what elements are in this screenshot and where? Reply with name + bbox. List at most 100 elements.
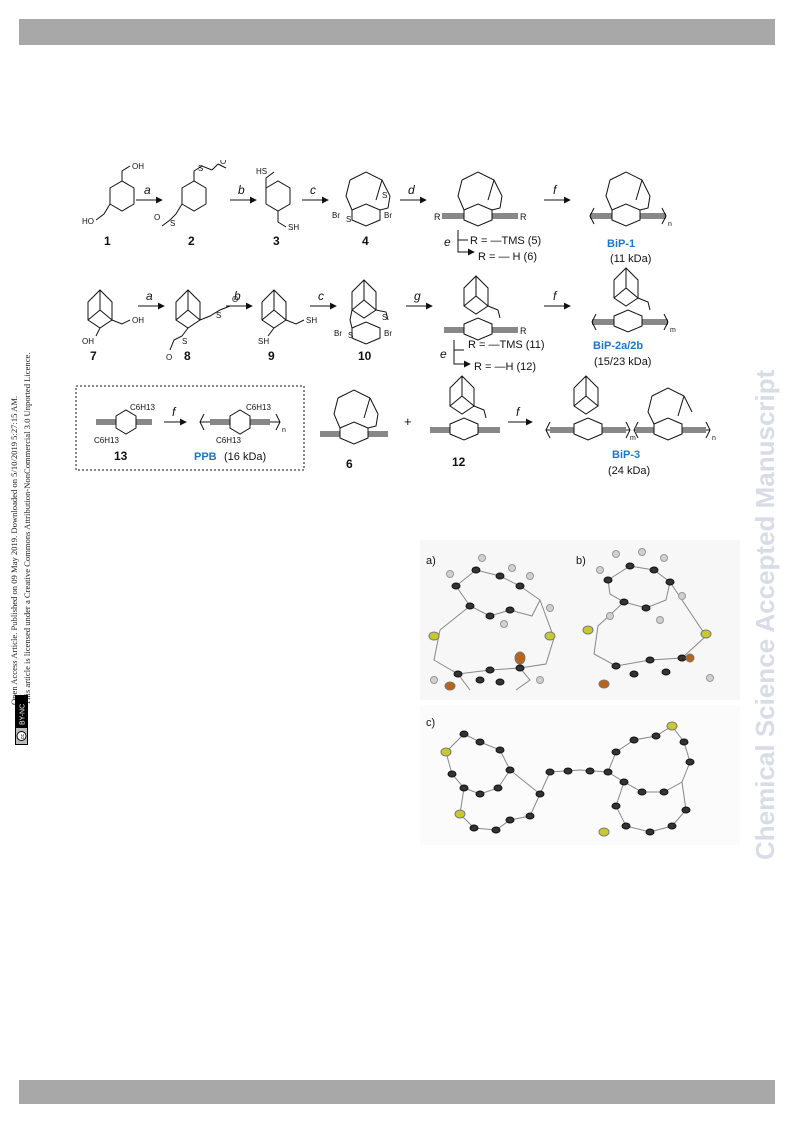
bip-3-label: BiP-3 — [612, 449, 640, 461]
compound-4-structure: S S Br Br — [332, 171, 392, 227]
svg-text:SH: SH — [288, 223, 299, 232]
compound-label-9: 9 — [268, 349, 275, 363]
reaction-scheme: OH HO 1 a S O S O 2 b HS SH 3 c S S Br B… — [70, 157, 750, 490]
svg-text:S: S — [182, 337, 187, 346]
crystal-panel-a — [428, 554, 556, 691]
compound-label-4: 4 — [362, 234, 369, 248]
ppb-structure — [199, 409, 281, 435]
compound-9-structure: SH SH — [258, 289, 317, 346]
compound-label-2: 2 — [188, 234, 195, 248]
compound-6-structure — [320, 389, 388, 445]
footer-bar — [19, 1080, 775, 1104]
bip-1-structure — [589, 171, 667, 227]
svg-text:HO: HO — [82, 217, 94, 226]
svg-text:O: O — [220, 160, 226, 166]
header-bar — [19, 19, 775, 45]
bip-1-label: BiP-1 — [607, 238, 635, 250]
cc-badge-icon[interactable]: cc BY-NC — [15, 695, 28, 745]
svg-text:O: O — [166, 353, 172, 362]
svg-text:S: S — [216, 311, 221, 320]
arrow-label-b1: b — [238, 183, 245, 197]
cc-badge-text: BY-NC — [20, 704, 27, 725]
ppb-box — [75, 385, 305, 471]
svg-text:OH: OH — [82, 337, 94, 346]
compound-8-structure: S O S O — [166, 289, 238, 362]
compound-1-structure: OH HO — [82, 162, 144, 226]
watermark-text: Chemical Science Accepted Manuscript — [750, 369, 780, 860]
svg-text:OH: OH — [132, 162, 144, 171]
svg-text:HS: HS — [256, 167, 267, 176]
compound-12-structure — [430, 375, 500, 441]
license-line-2[interactable]: This article is licensed under a Creativ… — [22, 353, 32, 706]
compound-13-structure — [96, 409, 152, 435]
crystal-panel-c — [440, 721, 695, 837]
compound-7-structure: OH OH — [82, 289, 144, 346]
svg-text:S: S — [382, 191, 387, 200]
c6h13-top-ppb: C6H13 — [246, 403, 271, 412]
compound-label-6: 6 — [346, 457, 353, 471]
svg-text:Br: Br — [332, 211, 340, 220]
svg-text:Br: Br — [334, 329, 342, 338]
compound-label-12: 12 — [452, 455, 466, 469]
svg-text:S: S — [346, 215, 351, 224]
bip-2-structure — [591, 267, 669, 333]
bip-2-label: BiP-2a/2b — [593, 340, 643, 352]
arrow-label-g2: g — [414, 289, 421, 303]
r-label-right-1: R — [520, 212, 527, 222]
svg-text:SH: SH — [258, 337, 269, 346]
compound-label-7: 7 — [90, 349, 97, 363]
r-tms-11: R = —TMS (11) — [468, 339, 545, 351]
ppb-n: n — [282, 427, 286, 434]
compound-2-structure: S O S O — [154, 157, 226, 228]
compound-11-structure — [444, 275, 518, 341]
arrow-label-f3b: f — [516, 405, 521, 419]
watermark: Chemical Science Accepted Manuscript — [743, 255, 783, 865]
svg-text:S: S — [170, 219, 175, 228]
svg-text:Br: Br — [384, 329, 392, 338]
arrow-label-a2: a — [146, 289, 153, 303]
arrow-label-e1: e — [444, 235, 451, 249]
license-sidebar: Open Access Article. Published on 09 May… — [8, 205, 40, 745]
bip-1-n: n — [668, 221, 672, 228]
bip-3-mass: (24 kDa) — [608, 465, 650, 477]
bip-3-structure — [545, 375, 711, 441]
panel-label-a: a) — [426, 555, 436, 567]
r-h-12: R = —H (12) — [474, 361, 536, 373]
compound-label-3: 3 — [273, 234, 280, 248]
arrow-label-e2: e — [440, 347, 447, 361]
license-line-1: Open Access Article. Published on 09 May… — [9, 396, 19, 705]
arrow-label-c2: c — [318, 289, 324, 303]
svg-text:S: S — [198, 164, 203, 173]
arrow-label-f1: f — [553, 183, 558, 197]
arrow-label-c1: c — [310, 183, 316, 197]
bip-3-m: m — [630, 435, 636, 442]
crystal-structures-figure: a) b) c) — [420, 530, 740, 850]
compound-10-structure: S S Br Br — [334, 279, 392, 345]
svg-text:cc: cc — [20, 734, 26, 740]
compound-label-1: 1 — [104, 234, 111, 248]
bip-2-m: m — [670, 327, 676, 334]
bip-2-mass: (15/23 kDa) — [594, 356, 651, 368]
r-label-left-1: R — [434, 212, 441, 222]
arrow-label-d1: d — [408, 183, 415, 197]
compound-label-8: 8 — [184, 349, 191, 363]
arrow-label-b2: b — [234, 289, 241, 303]
compound-3-structure: HS SH — [256, 167, 299, 232]
bip-1-mass: (11 kDa) — [610, 253, 651, 265]
panel-label-c: c) — [426, 717, 435, 729]
arrow-label-f2: f — [553, 289, 558, 303]
bip-3-n: n — [712, 435, 716, 442]
svg-text:O: O — [232, 295, 238, 304]
crystal-panel-b — [582, 548, 714, 689]
c6h13-bottom-13: C6H13 — [94, 436, 119, 445]
svg-text:S: S — [348, 331, 353, 340]
arrow-label-a1: a — [144, 183, 151, 197]
c6h13-bottom-ppb: C6H13 — [216, 436, 241, 445]
compound-label-10: 10 — [358, 349, 372, 363]
r-tms-5: R = —TMS (5) — [470, 235, 541, 247]
r-h-6: R = — H (6) — [478, 251, 537, 263]
r-label-right-2: R — [520, 326, 527, 336]
arrow-label-f3a: f — [172, 405, 177, 419]
ppb-mass: (16 kDa) — [224, 451, 266, 463]
svg-text:OH: OH — [132, 316, 144, 325]
